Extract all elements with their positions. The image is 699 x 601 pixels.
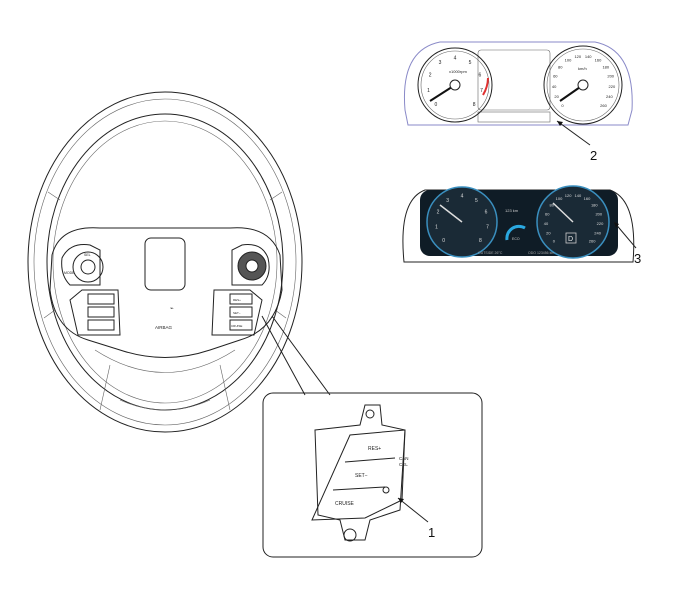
- inset-cancel-label-1: CAN: [399, 456, 409, 461]
- gauge-tick-label: 0: [435, 102, 438, 108]
- left-button-pad[interactable]: [69, 289, 121, 336]
- gauge-tick-label: 160: [584, 196, 591, 201]
- gauge-tick-label: 120: [565, 193, 572, 198]
- gear-indicator: D: [568, 236, 573, 243]
- callout-2: 2: [590, 148, 597, 163]
- gauge-tick-label: 2: [429, 72, 432, 78]
- callout-arrow-1: [397, 497, 429, 523]
- gauge-tick-label: 1: [427, 88, 430, 94]
- gauge-tick-label: 260: [589, 238, 596, 243]
- sel-button-label: SEL: [84, 253, 91, 257]
- gauge-tick-label: 7: [486, 225, 489, 231]
- gauge-tick-label: 3: [446, 198, 449, 204]
- outside-temp: OUTSIDE 26°C: [478, 251, 503, 255]
- speed-unit: km/h: [578, 66, 587, 71]
- gauge-tick-label: 8: [473, 102, 476, 108]
- gauge-tick-label: 60: [553, 74, 558, 79]
- gauge-tick-label: 7: [480, 88, 483, 94]
- inset-cancel-label-2: CEL: [399, 462, 408, 467]
- mode-button-label: MODE: [64, 271, 75, 275]
- wheel-res-label: RES+: [233, 298, 241, 302]
- left-control-knob[interactable]: MODE SEL: [61, 244, 104, 286]
- gauge-tick-label: 20: [554, 94, 559, 99]
- horn-icon: ⌁: [170, 306, 174, 312]
- inset-cruise-label: CRUISE: [335, 501, 355, 507]
- gauge-tick-label: 6: [485, 210, 488, 216]
- gauge-tick-label: 5: [475, 198, 478, 204]
- gauge-tick-label: 40: [552, 84, 557, 89]
- gauge-tick-label: 8: [479, 238, 482, 244]
- lcd-center-text: 123 km: [505, 208, 519, 213]
- steering-icon: [382, 486, 390, 494]
- cruise-switch-inset: RES+ SET− CRUISE CAN CEL: [262, 392, 483, 558]
- gauge-tick-label: 200: [595, 211, 602, 216]
- callout-arrow-3: [613, 221, 637, 249]
- gauge-tick-label: 0: [553, 238, 556, 243]
- gauge-tick-label: 240: [606, 94, 613, 99]
- gauge-tick-label: 3: [439, 60, 442, 66]
- gauge-tick-label: 80: [549, 203, 554, 208]
- gauge-tick-label: 80: [558, 64, 563, 69]
- airbag-label: AIRBAG: [155, 325, 173, 330]
- gauge-tick-label: 1: [435, 225, 438, 231]
- gauge-tick-label: 4: [454, 56, 457, 62]
- gauge-tick-label: 240: [594, 230, 601, 235]
- gauge-tick-label: 140: [575, 193, 582, 198]
- callout-1: 1: [428, 525, 435, 540]
- airbag-cover-top: [144, 237, 186, 291]
- wheel-cruise-label: CRUISE: [231, 324, 242, 328]
- gauge-tick-label: 180: [602, 64, 609, 69]
- gauge-tick-label: 260: [600, 103, 607, 108]
- tach-unit: x1000rpm: [449, 69, 467, 74]
- gauge-tick-label: 220: [609, 84, 616, 89]
- gauge-tick-label: 2: [437, 210, 440, 216]
- steering-wheel: MODE SEL RES+ SET− CRUISE ⌁ AIRBAG: [27, 91, 303, 433]
- inset-set-label: SET−: [355, 473, 368, 479]
- wheel-set-label: SET−: [233, 311, 241, 315]
- inset-res-label: RES+: [368, 446, 381, 452]
- odometer: ODO 123456 km: [528, 251, 554, 255]
- gauge-tick-label: 6: [479, 72, 482, 78]
- gauge-tick-label: 0: [442, 238, 445, 244]
- gauge-tick-label: 20: [546, 230, 551, 235]
- gauge-tick-label: 40: [544, 221, 549, 226]
- gauge-tick-label: 180: [591, 203, 598, 208]
- gauge-tick-label: 100: [565, 58, 572, 63]
- gauge-tick-label: 160: [595, 58, 602, 63]
- gauge-tick-label: 200: [607, 74, 614, 79]
- gauge-tick-label: 220: [597, 221, 604, 226]
- gauge-tick-label: 60: [545, 211, 550, 216]
- gauge-tick-label: 140: [585, 54, 592, 59]
- gauge-tick-label: 100: [556, 196, 563, 201]
- tach-ticks: 0 1 2 3 4 5 6 7 8: [427, 56, 483, 108]
- gauge-tick-label: 0: [561, 103, 564, 108]
- callout-3: 3: [634, 251, 641, 266]
- gauge-tick-label: 5: [469, 60, 472, 66]
- callout-arrow-2: [556, 120, 591, 146]
- cruise-button-pad[interactable]: RES+ SET− CRUISE: [211, 289, 263, 336]
- gauge-tick-label: 120: [574, 54, 581, 59]
- lcd-center-sub: ECO: [512, 237, 520, 241]
- right-control-knob[interactable]: [231, 244, 270, 286]
- leader-lines: [261, 315, 331, 396]
- gauge-tick-label: 4: [461, 194, 464, 200]
